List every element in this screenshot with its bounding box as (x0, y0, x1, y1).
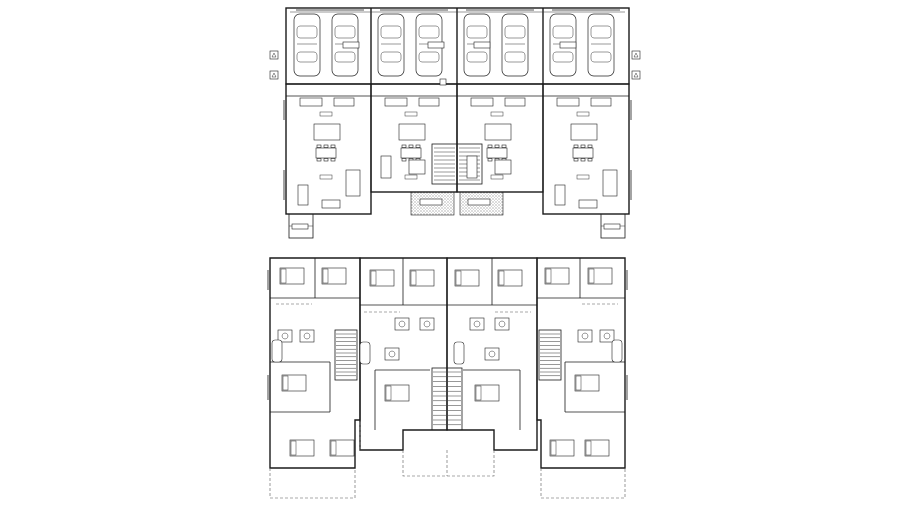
bed-2 (321, 267, 347, 285)
bath-fixture-8 (577, 329, 593, 343)
living-level-walls (283, 83, 632, 239)
bed-12 (474, 384, 500, 402)
bath-fixture-5 (469, 317, 485, 331)
bath-fixture-6 (494, 317, 510, 331)
bed-1 (279, 267, 305, 285)
bed-15 (329, 439, 355, 457)
bath-fixture-7 (599, 329, 615, 343)
bed-5 (454, 269, 480, 287)
unit-4-fixtures (554, 97, 618, 209)
car-3 (377, 13, 405, 77)
unit-3-fixtures (466, 97, 526, 180)
tub-2 (611, 339, 623, 363)
tub-1 (271, 339, 283, 363)
unit-2-fixtures (380, 97, 440, 180)
main-floor-plan (269, 7, 641, 239)
garage-labels (342, 41, 577, 49)
upper-floor-fixtures (271, 267, 623, 457)
bed-13 (289, 439, 315, 457)
bath-fixture-9 (384, 347, 400, 361)
bedroom-level-walls (267, 257, 628, 499)
unit-1-fixtures (297, 97, 361, 209)
bath-fixture-1 (277, 329, 293, 343)
bath-fixture-2 (299, 329, 315, 343)
center-stairs-upper (336, 333, 560, 426)
bed-16 (549, 439, 575, 457)
car-6 (501, 13, 529, 77)
car-8 (587, 13, 615, 77)
main-floor-fixtures (297, 97, 618, 209)
bath-fixture-3 (394, 317, 410, 331)
bed-14 (584, 439, 610, 457)
tub-4 (359, 341, 371, 365)
north-markers (269, 50, 641, 86)
bed-6 (497, 269, 523, 287)
car-1 (293, 13, 321, 77)
bed-8 (587, 267, 613, 285)
bath-fixture-4 (419, 317, 435, 331)
bath-fixture-10 (484, 347, 500, 361)
tub-3 (453, 341, 465, 365)
upper-floor-plan (267, 257, 628, 499)
bed-9 (281, 374, 307, 392)
bed-4 (409, 269, 435, 287)
bed-7 (544, 267, 570, 285)
bed-3 (369, 269, 395, 287)
bed-10 (574, 374, 600, 392)
bed-11 (384, 384, 410, 402)
